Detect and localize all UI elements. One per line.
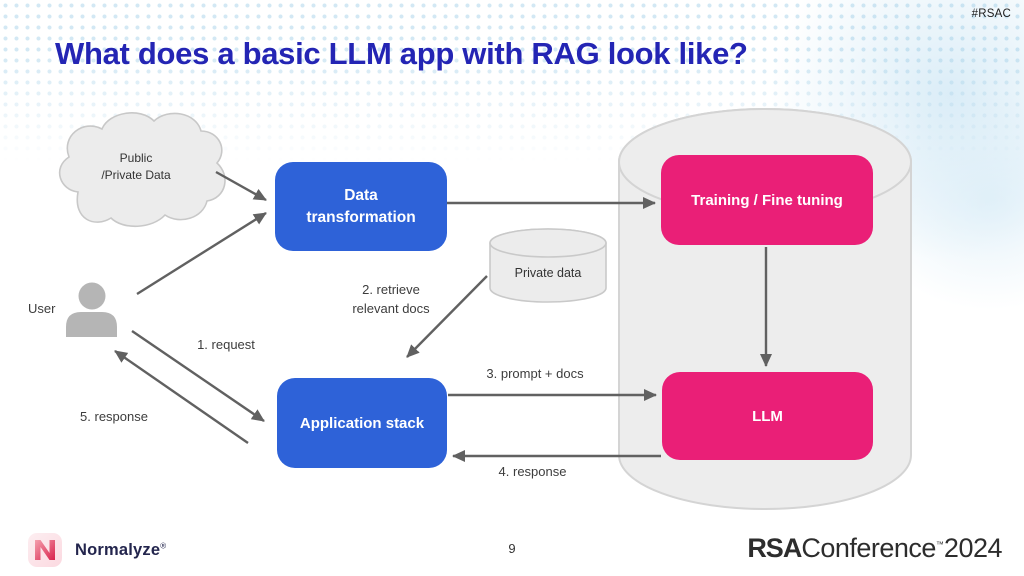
normalyze-wordmark: Normalyze®	[75, 541, 166, 560]
arrow-cloud-to-data-transformation	[215, 170, 267, 202]
edge-label-response4: 4. response	[498, 464, 567, 479]
slide-title: What does a basic LLM app with RAG look …	[55, 36, 748, 71]
cloud-icon	[58, 112, 226, 228]
user-icon	[66, 282, 117, 337]
arrow-private-data-to-application-stack	[406, 275, 488, 358]
cloud-label: Public /Private Data	[70, 150, 202, 185]
cloud-label-line2: /Private Data	[101, 168, 171, 183]
rsac-hashtag: #RSAC	[971, 8, 1011, 20]
edge-label-response5: 5. response	[80, 409, 148, 424]
cloud-label-line1: Public	[119, 151, 153, 165]
user-label: User	[28, 301, 56, 316]
page-number: 9	[508, 541, 516, 556]
node-data-transformation-line2: transformation	[306, 208, 416, 226]
trademark-mark: ™	[935, 540, 944, 549]
node-llm-label: LLM	[752, 407, 783, 425]
edge-label-retrieve-docs: 2. retrieve relevant docs	[328, 281, 454, 319]
arrow-user-to-application-stack	[131, 330, 265, 422]
normalyze-brand: Normalyze®	[27, 532, 166, 568]
normalyze-logo-icon	[28, 533, 62, 567]
node-training-label: Training / Fine tuning	[691, 191, 843, 209]
node-llm: LLM	[662, 372, 873, 460]
edge-label-retrieve-line2: relevant docs	[352, 300, 430, 316]
node-data-transformation: Data transformation	[275, 162, 447, 251]
node-data-transformation-line1: Data	[344, 186, 378, 204]
node-application-stack-label: Application stack	[299, 414, 425, 432]
rsa-conference-logo: RSAConference™2024	[747, 533, 1002, 564]
edge-label-request: 1. request	[197, 337, 255, 352]
node-application-stack: Application stack	[277, 378, 447, 468]
arrow-application-stack-to-user	[114, 350, 249, 444]
normalyze-name: Normalyze	[75, 540, 161, 559]
edge-label-prompt-docs: 3. prompt + docs	[486, 366, 584, 381]
node-training-fine-tuning: Training / Fine tuning	[661, 155, 873, 245]
private-data-cylinder-icon	[489, 228, 607, 303]
private-data-label: Private data	[514, 266, 582, 280]
arrow-user-to-data-transformation	[136, 211, 267, 296]
conference-year: 2024	[943, 533, 1003, 563]
rsa-logo-text: RSA	[747, 533, 802, 563]
registered-mark: ®	[160, 541, 167, 550]
edge-label-retrieve-line1: 2. retrieve	[362, 282, 420, 297]
conference-logo-text: Conference	[801, 533, 936, 563]
